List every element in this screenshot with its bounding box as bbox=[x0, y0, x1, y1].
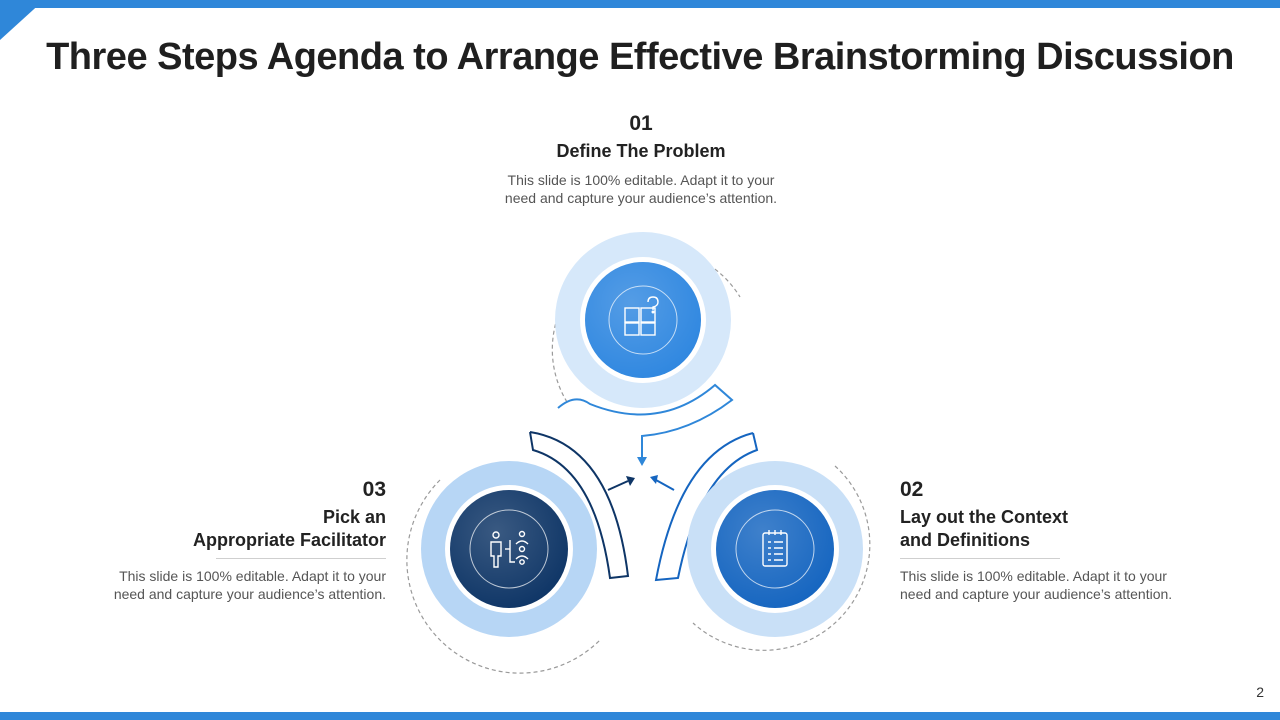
step-2-text: 02 Lay out the Context and Definitions T… bbox=[900, 478, 1200, 603]
step-3-text: 03 Pick an Appropriate Facilitator This … bbox=[88, 478, 386, 603]
step-2-heading-line2: and Definitions bbox=[900, 530, 1030, 550]
step-1-text: 01 Define The Problem This slide is 100%… bbox=[480, 112, 802, 207]
step-1-circle bbox=[555, 232, 731, 408]
connector-top-arrow bbox=[557, 383, 734, 466]
step-3-divider bbox=[216, 558, 386, 559]
step-1-description: This slide is 100% editable. Adapt it to… bbox=[480, 171, 802, 207]
step-2-number: 02 bbox=[900, 478, 924, 501]
step-1-description-line1: This slide is 100% editable. Adapt it to… bbox=[507, 172, 775, 188]
page-number: 2 bbox=[1256, 684, 1264, 700]
step-2-description: This slide is 100% editable. Adapt it to… bbox=[900, 567, 1200, 603]
step-2-heading: Lay out the Context and Definitions bbox=[900, 506, 1200, 552]
connector-left-arrow bbox=[529, 431, 635, 580]
slide-title: Three Steps Agenda to Arrange Effective … bbox=[46, 36, 1234, 78]
step-3-heading-line2: Appropriate Facilitator bbox=[192, 530, 386, 550]
step-2-description-line1: This slide is 100% editable. Adapt it to… bbox=[900, 568, 1167, 584]
clipboard-checklist-icon bbox=[762, 530, 788, 567]
facilitator-team-icon bbox=[490, 530, 529, 568]
connector-right-arrow bbox=[650, 432, 759, 582]
step-3-description-line2: need and capture your audience’s attenti… bbox=[113, 586, 386, 602]
step-3-description-line1: This slide is 100% editable. Adapt it to… bbox=[119, 568, 386, 584]
step-3-heading-line1: Pick an bbox=[322, 507, 386, 527]
step-1-heading-line1: Define The Problem bbox=[556, 141, 726, 161]
step-2-divider bbox=[900, 558, 1060, 559]
corner-accent bbox=[0, 0, 44, 40]
bottom-accent-bar bbox=[0, 712, 1280, 720]
dashed-arc-2 bbox=[692, 465, 871, 651]
step-3-heading: Pick an Appropriate Facilitator bbox=[88, 506, 386, 552]
top-accent-bar bbox=[0, 0, 1280, 8]
step-2-circle bbox=[687, 461, 863, 637]
step-2-heading-line1: Lay out the Context bbox=[900, 507, 1069, 527]
step-1-number: 01 bbox=[629, 112, 653, 135]
step-1-heading: Define The Problem bbox=[480, 140, 802, 163]
step-3-description: This slide is 100% editable. Adapt it to… bbox=[88, 567, 386, 603]
step-2-description-line2: need and capture your audience’s attenti… bbox=[900, 586, 1173, 602]
dashed-arc-3 bbox=[406, 479, 601, 674]
puzzle-question-icon bbox=[624, 296, 659, 336]
step-3-number: 03 bbox=[362, 478, 386, 501]
step-1-description-line2: need and capture your audience’s attenti… bbox=[504, 190, 778, 206]
